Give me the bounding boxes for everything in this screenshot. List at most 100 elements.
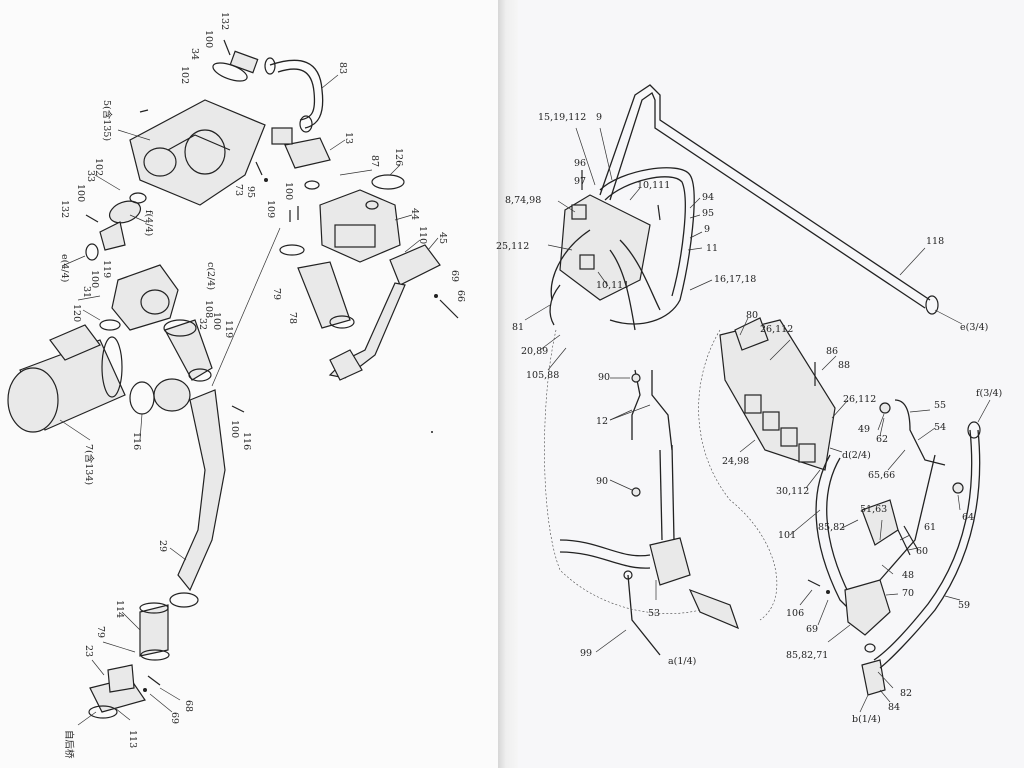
- left-part-label: 29: [157, 540, 168, 552]
- left-part-label: 100: [203, 30, 214, 48]
- right-part-label: 60: [916, 546, 928, 557]
- right-part-label: 105,88: [526, 370, 559, 381]
- right-part-label: 30,112: [776, 486, 809, 497]
- left-part-label: 83: [337, 62, 348, 74]
- left-part-label: 33: [85, 170, 96, 182]
- left-part-label: 110: [417, 226, 428, 244]
- left-part-label: 79: [95, 626, 106, 638]
- right-part-label: d(2/4): [842, 450, 871, 461]
- left-part-label: 120: [71, 304, 82, 322]
- left-part-label: 119: [101, 260, 112, 278]
- left-part-label: 132: [59, 200, 70, 218]
- right-part-label: 9: [596, 112, 602, 123]
- right-part-label: 80: [746, 310, 758, 321]
- right-part-label: 24,98: [722, 456, 749, 467]
- right-part-label: 11: [706, 243, 718, 254]
- left-part-label: f(4/4): [143, 210, 154, 236]
- right-part-label: 97: [574, 176, 586, 187]
- left-part-label: 69: [449, 270, 460, 282]
- right-part-label: 94: [702, 192, 714, 203]
- left-part-label: 108: [203, 300, 214, 318]
- right-part-label: e(3/4): [960, 322, 988, 333]
- left-part-label: 126: [393, 148, 404, 166]
- right-part-label: 62: [876, 434, 888, 445]
- right-part-label: 10,111: [596, 280, 629, 291]
- left-part-label: 5(含135): [101, 100, 113, 141]
- right-diagram: [544, 84, 981, 696]
- right-part-label: 20,89: [521, 346, 548, 357]
- right-part-label: 26,112: [843, 394, 876, 405]
- left-part-label: 69: [169, 712, 180, 724]
- left-part-label: 31: [81, 286, 92, 298]
- left-part-label: 79: [271, 288, 282, 300]
- left-part-label: 109: [265, 200, 276, 218]
- right-part-label: 84: [888, 702, 900, 713]
- right-part-label: 64: [962, 512, 974, 523]
- right-part-label: 86: [826, 346, 838, 357]
- right-leader-lines: [524, 127, 991, 713]
- right-part-label: 55: [934, 400, 946, 411]
- right-part-label: 82: [900, 688, 912, 699]
- right-part-label: 12: [596, 416, 608, 427]
- right-part-label: 65,66: [868, 470, 895, 481]
- right-part-label: 61: [924, 522, 936, 533]
- right-part-label: 15,19,112: [538, 112, 586, 123]
- left-part-label: 23: [83, 645, 94, 657]
- right-part-label: 96: [574, 158, 586, 169]
- left-part-label: 68: [183, 700, 194, 712]
- right-part-label: 118: [926, 236, 944, 247]
- left-part-label: 100: [229, 420, 240, 438]
- left-part-label: 87: [369, 155, 380, 167]
- left-part-label: 44: [409, 208, 420, 220]
- right-part-label: 8,74,98: [505, 195, 541, 206]
- left-part-label: 100: [283, 182, 294, 200]
- right-part-label: 26,112: [760, 324, 793, 335]
- right-part-label: 101: [778, 530, 796, 541]
- left-part-label: 116: [131, 432, 142, 450]
- right-part-label: 59: [958, 600, 970, 611]
- left-part-label: 100: [89, 270, 100, 288]
- left-part-label: 116: [241, 432, 252, 450]
- right-part-label: 9: [704, 224, 710, 235]
- right-part-label: 48: [902, 570, 914, 581]
- left-part-label: 102: [93, 158, 104, 176]
- right-part-label: 99: [580, 648, 592, 659]
- right-part-label: 16,17,18: [714, 274, 756, 285]
- right-part-label: 106: [786, 608, 804, 619]
- left-part-label: 45: [437, 232, 448, 244]
- right-part-label: 90: [598, 372, 610, 383]
- left-part-label: 66: [455, 290, 466, 302]
- right-part-label: 90: [596, 476, 608, 487]
- left-part-label: 132: [219, 12, 230, 30]
- left-part-label: 95: [245, 186, 256, 198]
- left-leader-lines: [59, 74, 439, 726]
- right-part-label: b(1/4): [852, 714, 881, 725]
- left-part-label: 32: [197, 318, 208, 330]
- left-part-label: e(4/4): [59, 254, 70, 282]
- left-part-label: 自后桥: [63, 730, 75, 759]
- left-part-label: 78: [287, 312, 298, 324]
- page-gutter: [498, 0, 518, 768]
- right-part-label: 69: [806, 624, 818, 635]
- right-part-label: f(3/4): [976, 388, 1002, 399]
- left-part-label: 100: [75, 184, 86, 202]
- right-part-label: 85,82: [818, 522, 845, 533]
- right-part-label: a(1/4): [668, 656, 696, 667]
- right-part-label: 85,82,71: [786, 650, 828, 661]
- left-part-label: 34: [189, 48, 200, 60]
- right-part-label: 25,112: [496, 241, 529, 252]
- right-part-label: 10,111: [637, 180, 670, 191]
- left-part-label: 119: [223, 320, 234, 338]
- left-part-label: 73: [233, 184, 244, 196]
- left-part-label: 102: [179, 66, 190, 84]
- left-part-label: 7(含134): [83, 444, 95, 485]
- right-part-label: 49: [858, 424, 870, 435]
- right-part-label: 53: [648, 608, 660, 619]
- left-part-label: c(2/4): [205, 262, 216, 290]
- right-part-label: 88: [838, 360, 850, 371]
- right-part-label: 95: [702, 208, 714, 219]
- right-part-label: 81: [512, 322, 524, 333]
